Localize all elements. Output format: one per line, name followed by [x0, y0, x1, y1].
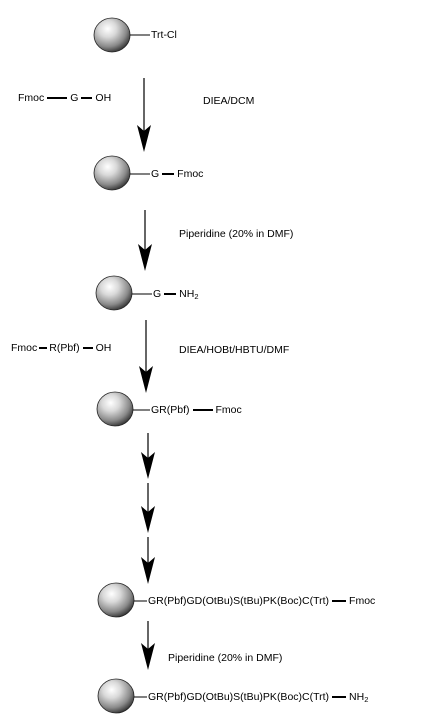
product-chain: GR(Pbf)GD(OtBu)S(tBu)PK(Boc)C(Trt)	[148, 595, 330, 607]
resin-bead-5	[97, 582, 135, 618]
product-nh2: NH2	[179, 288, 199, 301]
bond	[332, 696, 347, 698]
product-nh2: NH2	[349, 691, 369, 704]
reagent-oh: OH	[95, 342, 112, 354]
product-g: G	[151, 168, 160, 180]
reagent-g: G	[70, 92, 79, 104]
reaction-arrow-3	[139, 320, 153, 393]
bond	[192, 409, 213, 411]
bond	[81, 97, 93, 99]
product-fmoc: Fmoc	[349, 595, 376, 607]
reagent-r-pbf: R(Pbf)	[49, 342, 80, 354]
bond	[39, 347, 48, 349]
bond	[162, 173, 175, 175]
conditions-step2: Piperidine (20% in DMF)	[179, 228, 294, 240]
reagent-oh: OH	[95, 92, 112, 104]
bond	[47, 97, 68, 99]
trt-cl-label: Trt-Cl	[151, 29, 177, 41]
product-protected-peptide-nh2: GR(Pbf)GD(OtBu)S(tBu)PK(Boc)C(Trt) NH2	[148, 691, 368, 703]
product-fmoc: Fmoc	[215, 404, 242, 416]
reagent-fmoc: Fmoc	[18, 92, 45, 104]
product-chain: GR(Pbf)	[151, 404, 190, 416]
reaction-arrow-4b	[141, 483, 155, 533]
reaction-arrow-4c	[141, 537, 155, 584]
conditions-step5: Piperidine (20% in DMF)	[168, 652, 283, 664]
product-gr-pbf-fmoc: GR(Pbf) Fmoc	[151, 404, 242, 416]
reaction-arrow-1	[137, 78, 151, 152]
product-g: G	[153, 288, 162, 300]
product-fmoc: Fmoc	[177, 168, 204, 180]
resin-bead-2	[93, 155, 131, 191]
product-protected-peptide-fmoc: GR(Pbf)GD(OtBu)S(tBu)PK(Boc)C(Trt) Fmoc	[148, 595, 375, 607]
reaction-arrow-4a	[141, 433, 155, 479]
bond	[332, 600, 347, 602]
reaction-arrow-5	[141, 621, 155, 670]
product-g-nh2: G NH2	[153, 288, 199, 300]
bond	[82, 347, 93, 349]
resin-bead-6	[97, 678, 135, 714]
reaction-arrow-2	[138, 210, 152, 271]
resin-bead-4	[96, 391, 134, 427]
reagent-fmoc: Fmoc	[11, 342, 38, 354]
product-g-fmoc: G Fmoc	[151, 168, 203, 180]
conditions-step3: DIEA/HOBt/HBTU/DMF	[179, 344, 290, 356]
reagent-fmoc-g-oh: Fmoc G OH	[18, 92, 111, 104]
conditions-step1: DIEA/DCM	[203, 95, 255, 107]
bond	[164, 293, 177, 295]
resin-bead-3	[95, 275, 133, 311]
resin-bead-1	[93, 17, 131, 53]
product-chain: GR(Pbf)GD(OtBu)S(tBu)PK(Boc)C(Trt)	[148, 691, 330, 703]
reagent-fmoc-r-pbf-oh: Fmoc R(Pbf) OH	[11, 342, 111, 354]
